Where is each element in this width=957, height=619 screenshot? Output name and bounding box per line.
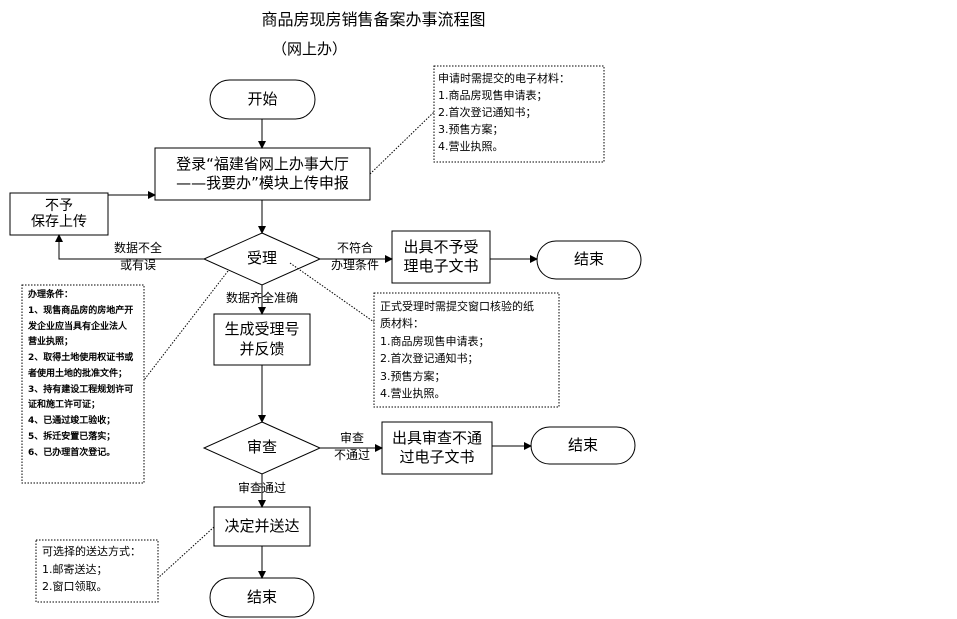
gen-label: 生成受理号 并反馈: [214, 314, 310, 365]
callout-materials: [369, 111, 435, 175]
decide-box: [213, 506, 311, 547]
end3-label: 结束: [246, 587, 277, 606]
delivery-note-line: 2.窗口领取。: [42, 580, 108, 594]
edge-label-review-fail: 审查 不通过: [326, 430, 378, 464]
decide-label: 决定并送达: [224, 516, 300, 535]
edge-label-complete: 数据齐全准确: [226, 291, 299, 305]
materials-note: 申请时需提交的电子材料： 1.商品房现售申请表； 2.首次登记通知书； 3.预售…: [438, 70, 570, 155]
reject-doc1-line1: 出具不予受: [403, 237, 479, 256]
callout-paper: [289, 262, 375, 323]
reject-save-label: 不予 保存上传: [10, 193, 108, 235]
edge-label-incomplete: 数据不全 或有误: [108, 240, 168, 274]
reject-save-line1: 不予: [45, 197, 73, 214]
delivery-note-line: 1.邮寄送达；: [42, 562, 108, 576]
delivery-note: 可选择的送达方式： 1.邮寄送达； 2.窗口领取。: [42, 543, 141, 596]
conditions-note-line: 6、已办理首次登记。: [28, 447, 116, 458]
delivery-note-line: 可选择的送达方式：: [42, 545, 141, 558]
edge-label-not-meet: 不符合 办理条件: [326, 240, 384, 274]
materials-note-line: 1.商品房现售申请表；: [438, 89, 548, 103]
materials-note-line: 3.预售方案；: [438, 123, 504, 137]
reject-save-line2: 保存上传: [31, 214, 87, 230]
gen-line2: 并反馈: [239, 339, 285, 358]
gen-line1: 生成受理号: [224, 320, 300, 338]
conditions-note-line: 5、拆迁安置已落实；: [28, 431, 116, 442]
materials-note-box: [433, 65, 605, 163]
conditions-note-line: 3、持有建设工程规划许可: [28, 384, 134, 395]
reject-doc1-line2: 理电子文书: [403, 257, 479, 275]
paper-note-line: 1.商品房现售申请表；: [380, 334, 490, 348]
edge-label-incomplete-line2: 或有误: [119, 257, 156, 272]
callout-delivery: [157, 526, 215, 579]
edge-label-review-fail-line1: 审查: [339, 431, 364, 445]
reject-doc1-box: [391, 230, 491, 284]
end2-label: 结束: [567, 435, 598, 454]
accept-label: 受理: [246, 249, 277, 268]
conditions-note-line: 营业执照；: [28, 337, 74, 348]
end1-label: 结束: [573, 250, 604, 269]
submit-label-line2: ——我要办”模块上传申报: [176, 174, 349, 192]
page-title: 商品房现房销售备案办事流程图: [261, 10, 486, 29]
paper-note-line: 正式受理时需提交窗口核验的纸: [380, 300, 534, 313]
reject-doc2-line2: 过电子文书: [399, 448, 475, 466]
reject-doc2-box: [381, 421, 493, 475]
conditions-note-line: 4、已通过竣工验收；: [28, 416, 116, 426]
page-subtitle: （网上办）: [272, 40, 348, 58]
callout-conditions: [143, 270, 229, 381]
conditions-note-box: [21, 284, 145, 484]
reject-doc1-label: 出具不予受 理电子文书: [392, 231, 490, 283]
conditions-note-line: 2、取得土地使用权证书或: [28, 353, 134, 363]
arrow-accept-rejectsave: [55, 234, 204, 260]
conditions-note-line: 办理条件：: [28, 290, 74, 300]
conditions-note: 办理条件： 1、现售商品房的房地产开 发企业应当具有企业法人 营业执照； 2、取…: [28, 288, 133, 461]
materials-note-line: 2.首次登记通知书；: [438, 106, 537, 120]
paper-note: 正式受理时需提交窗口核验的纸 质材料： 1.商品房现售申请表； 2.首次登记通知…: [380, 298, 534, 402]
paper-note-box: [373, 292, 560, 408]
reject-doc2-label: 出具审查不通 过电子文书: [382, 422, 492, 474]
conditions-note-line: 发企业应当具有企业法人: [28, 321, 128, 332]
paper-note-line: 质材料：: [380, 317, 424, 331]
submit-label-line1: 登录“福建省网上办事大厅: [176, 154, 349, 173]
review-label: 审查: [246, 438, 277, 457]
conditions-note-line: 1、现售商品房的房地产开: [28, 305, 134, 316]
materials-note-line: 申请时需提交的电子材料：: [438, 72, 570, 85]
edge-label-review-pass: 审查通过: [238, 481, 287, 495]
conditions-note-line: 者使用土地的批准文件；: [28, 368, 128, 379]
paper-note-line: 4.营业执照。: [380, 386, 446, 400]
delivery-note-box: [35, 539, 159, 603]
start-label: 开始: [247, 89, 278, 108]
edge-label-not-meet-line1: 不符合: [336, 241, 373, 255]
paper-note-line: 2.首次登记通知书；: [380, 352, 479, 366]
submit-label: 登录“福建省网上办事大厅 ——我要办”模块上传申报: [155, 148, 370, 200]
materials-note-line: 4.营业执照。: [438, 140, 504, 154]
paper-note-line: 3.预售方案；: [380, 369, 446, 383]
reject-doc2-line1: 出具审查不通: [391, 428, 482, 447]
edge-label-not-meet-line2: 办理条件: [330, 257, 379, 272]
conditions-note-line: 证和施工许可证；: [28, 400, 101, 411]
edge-label-review-fail-line2: 不通过: [333, 447, 370, 462]
reject-save-box: [9, 192, 109, 236]
edge-label-incomplete-line1: 数据不全: [113, 241, 162, 255]
